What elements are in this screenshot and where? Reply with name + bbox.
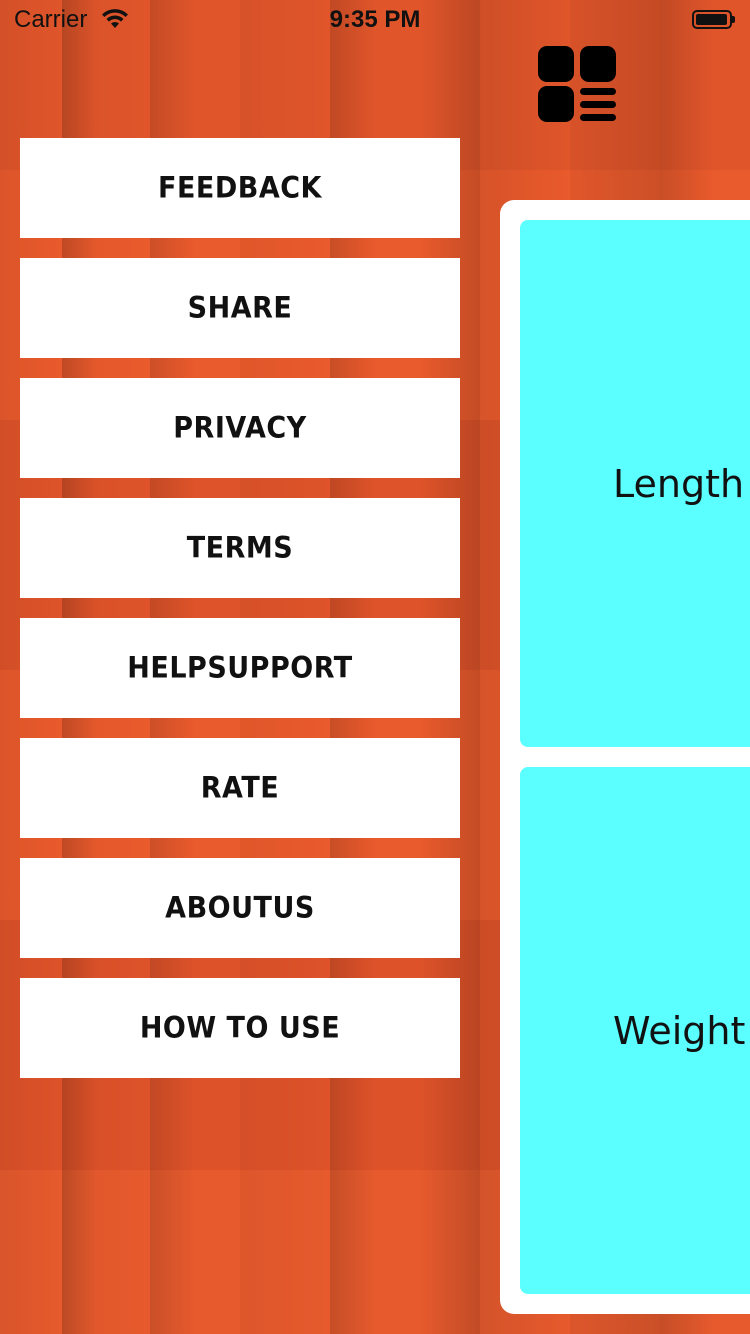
battery-icon — [692, 10, 735, 29]
rate-button[interactable]: RATE — [20, 738, 460, 838]
status-bar: Carrier 9:35 PM — [0, 0, 750, 40]
feedback-button-label: FEEDBACK — [158, 171, 322, 205]
category-panel: Length Weight — [500, 200, 750, 1314]
how-to-use-button-label: HOW TO USE — [139, 1011, 341, 1045]
helpsupport-button[interactable]: HELPSUPPORT — [20, 618, 460, 718]
share-button-label: SHARE — [187, 291, 293, 325]
category-tile-label: Length — [613, 461, 745, 506]
privacy-button-label: PRIVACY — [173, 411, 307, 445]
category-tile-label: Weight — [613, 1008, 746, 1053]
feedback-button[interactable]: FEEDBACK — [20, 138, 460, 238]
aboutus-button[interactable]: ABOUTUS — [20, 858, 460, 958]
status-time: 9:35 PM — [329, 6, 421, 33]
how-to-use-button[interactable]: HOW TO USE — [20, 978, 460, 1078]
terms-button-label: TERMS — [186, 531, 294, 565]
grid-menu-icon[interactable] — [536, 44, 618, 124]
carrier-label: Carrier — [14, 6, 88, 33]
category-tile-weight[interactable]: Weight — [520, 767, 750, 1294]
privacy-button[interactable]: PRIVACY — [20, 378, 460, 478]
wifi-icon — [100, 8, 130, 35]
helpsupport-button-label: HELPSUPPORT — [127, 651, 353, 685]
side-menu: FEEDBACK SHARE PRIVACY TERMS HELPSUPPORT… — [20, 138, 460, 1098]
share-button[interactable]: SHARE — [20, 258, 460, 358]
terms-button[interactable]: TERMS — [20, 498, 460, 598]
category-tile-length[interactable]: Length — [520, 220, 750, 747]
rate-button-label: RATE — [200, 771, 280, 805]
aboutus-button-label: ABOUTUS — [165, 891, 315, 925]
